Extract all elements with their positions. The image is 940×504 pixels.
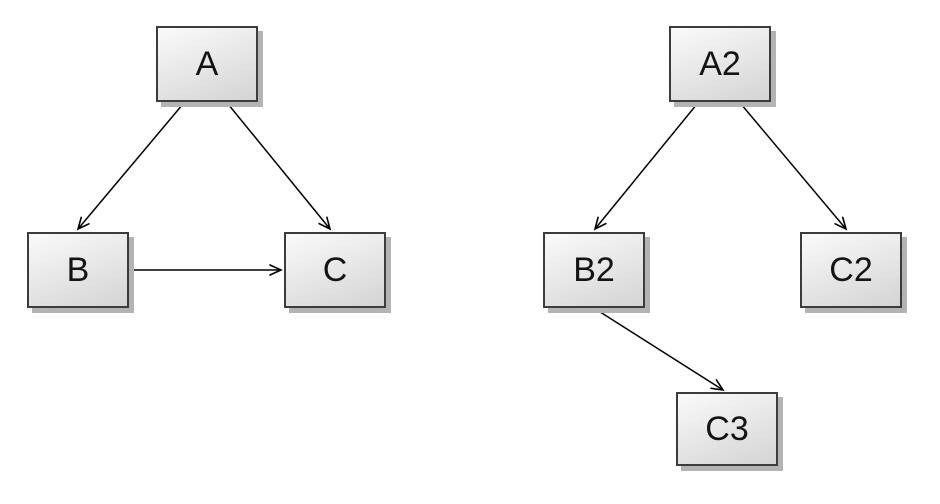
edge-A2-to-C2 <box>740 103 848 231</box>
node-B2-label: B2 <box>573 251 615 289</box>
edge-A-to-C <box>227 103 332 231</box>
node-B2[interactable]: B2 <box>543 232 645 308</box>
edge-B2-to-C3 <box>596 309 725 392</box>
node-A2[interactable]: A2 <box>669 26 771 102</box>
node-C-label: C <box>322 251 348 289</box>
node-B[interactable]: B <box>27 232 129 308</box>
node-B-label: B <box>66 251 90 289</box>
node-C3[interactable]: C3 <box>676 392 778 466</box>
node-A[interactable]: A <box>156 26 258 102</box>
node-C2-label: C2 <box>829 251 873 289</box>
edge-A2-to-B2 <box>593 103 698 231</box>
node-C[interactable]: C <box>284 232 386 308</box>
edge-A-to-B <box>76 103 184 231</box>
node-A-label: A <box>195 45 219 83</box>
node-C2[interactable]: C2 <box>800 232 902 308</box>
node-A2-label: A2 <box>699 45 741 83</box>
node-C3-label: C3 <box>705 410 749 448</box>
